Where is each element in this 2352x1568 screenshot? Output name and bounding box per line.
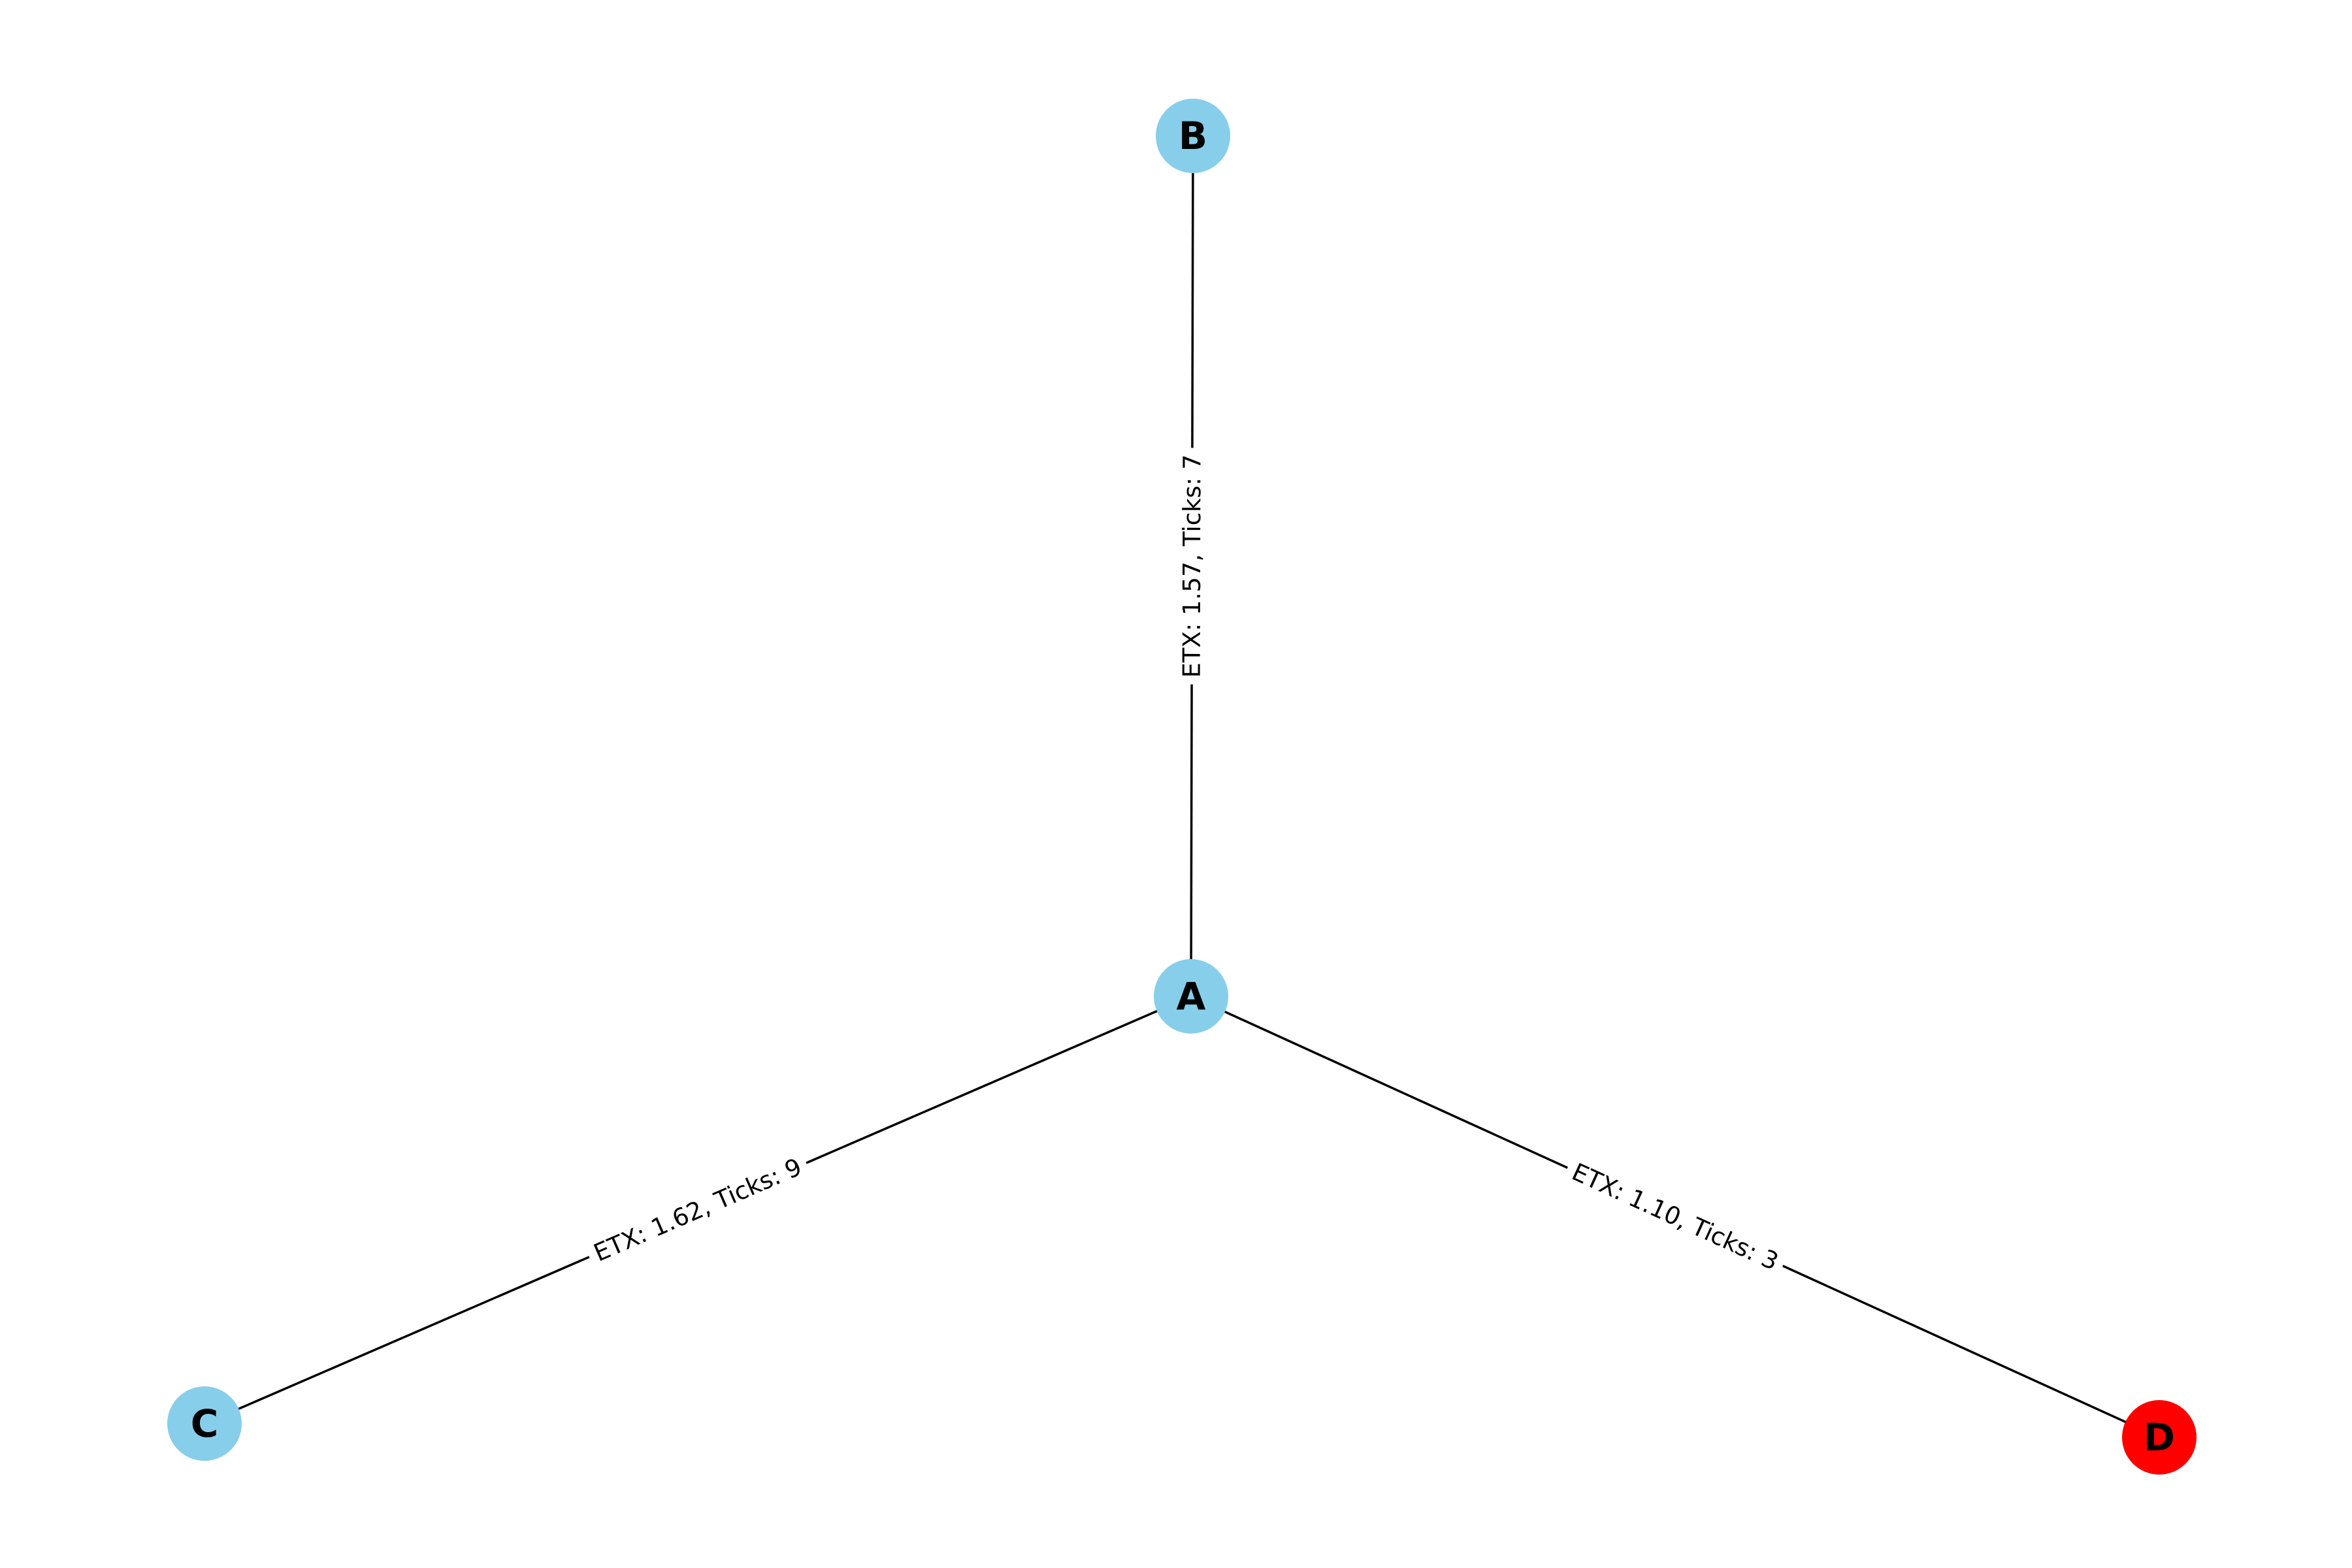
node-circle-c [167, 1386, 242, 1461]
edge-label-bg-a-b [1177, 448, 1207, 685]
edge-label-bg-a-c [583, 1149, 813, 1271]
edge-label-a-b: ETX: 1.57, Ticks: 7 [1178, 454, 1207, 678]
node-circle-a [1154, 959, 1228, 1034]
node-c: C [167, 1386, 242, 1461]
edge-label-bg-a-d [1561, 1154, 1789, 1280]
node-circle-b [1156, 99, 1230, 173]
edge-a-d: ETX: 1.10, Ticks: 3 [1190, 995, 2160, 1439]
node-label-b: B [1179, 114, 1207, 158]
node-d: D [2122, 1400, 2197, 1475]
node-circle-d [2122, 1400, 2197, 1475]
node-a: A [1154, 959, 1228, 1034]
node-label-a: A [1177, 974, 1206, 1019]
edge-label-a-c: ETX: 1.62, Ticks: 9 [590, 1152, 806, 1267]
node-label-c: C [191, 1401, 219, 1446]
edge-a-b: ETX: 1.57, Ticks: 7 [1177, 135, 1207, 997]
edge-a-c: ETX: 1.62, Ticks: 9 [204, 995, 1192, 1425]
edges-layer: ETX: 1.57, Ticks: 7 ETX: 1.62, Ticks: 9 … [204, 135, 2160, 1439]
node-label-d: D [2144, 1415, 2175, 1460]
node-b: B [1156, 99, 1230, 173]
edge-label-a-d: ETX: 1.10, Ticks: 3 [1567, 1158, 1782, 1276]
nodes-layer: A B C D [167, 99, 2197, 1475]
